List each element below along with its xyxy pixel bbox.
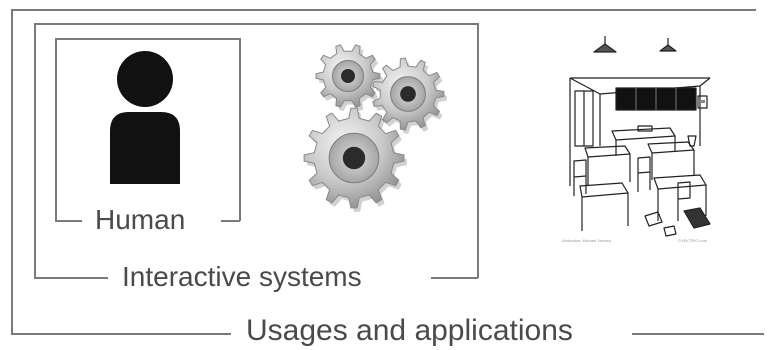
gear-large	[303, 107, 407, 212]
human-label: Human	[95, 204, 186, 235]
gear-right	[372, 57, 447, 134]
gear-top-left	[315, 44, 383, 112]
usages-applications-label: Usages and applications	[246, 314, 573, 347]
illustration-credit-right: ©VEKTRIG.com	[678, 238, 708, 243]
interactive-systems-label: Interactive systems	[122, 261, 362, 292]
gears-icon	[303, 44, 447, 212]
illustration-credit-left: Illustration: Michael Valveso	[562, 238, 612, 243]
classroom-illustration: Illustration: Michael Valveso ©VEKTRIG.c…	[562, 36, 711, 243]
person-icon	[110, 51, 180, 184]
